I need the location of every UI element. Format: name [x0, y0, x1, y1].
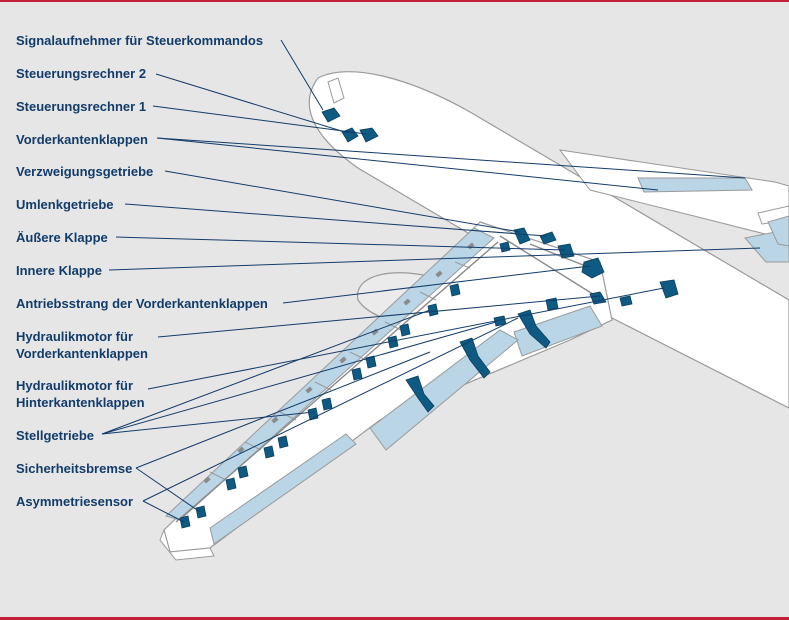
label-leading-edge-slats: Vorderkantenklappen	[16, 132, 148, 147]
flap-actuator-1	[517, 309, 551, 349]
far-wing-flap	[637, 177, 753, 193]
slat-actuator-5	[387, 335, 399, 349]
label-asymmetry-sensor: Asymmetriesensor	[16, 494, 134, 509]
wing-tip	[159, 528, 215, 561]
label-slat-drive-train: Antriebsstrang der Vorderkantenklappen	[16, 296, 268, 311]
slat-actuator-3	[427, 303, 439, 317]
slat-tracks	[203, 242, 475, 484]
far-wing-flap-4	[767, 215, 789, 247]
signal-sensor	[321, 107, 341, 123]
label-control-computer-2: Steuerungsrechner 2	[16, 66, 147, 81]
label-control-computer-1: Steuerungsrechner 1	[16, 99, 147, 114]
label-hydraulic-motor-le-line1: Hydraulikmotor für	[16, 329, 134, 344]
top-accent-bar	[0, 0, 789, 2]
far-wing	[558, 149, 789, 241]
label-hydraulic-motor-te-line2: Hinterkantenklappen	[16, 395, 145, 410]
flap-actuator-3	[405, 375, 435, 413]
label-outer-flap: Äußere Klappe	[16, 230, 108, 245]
leader-lines	[101, 39, 761, 523]
label-hydraulic-motor-te-line1: Hydraulikmotor für	[16, 378, 134, 393]
slat-actuator-2	[449, 283, 461, 297]
label-inner-flap: Innere Klappe	[16, 263, 102, 278]
aileron	[209, 433, 357, 545]
bottom-accent-bar	[0, 617, 789, 620]
slat-actuator-10	[277, 435, 289, 449]
slat-actuator-1	[499, 241, 511, 253]
redirect-gearbox	[539, 231, 557, 245]
computer-1	[359, 127, 379, 143]
slat-actuator-11	[263, 445, 275, 459]
components	[179, 107, 679, 529]
label-hydraulic-motor-le-line2: Vorderkantenklappen	[16, 346, 148, 361]
gearbox-4	[589, 291, 607, 305]
asymmetry-sensor	[179, 515, 191, 529]
slat-actuator-4	[399, 323, 411, 337]
cockpit-window	[327, 77, 345, 104]
slat-actuator-13	[225, 477, 237, 491]
hydraulic-motor-te	[659, 279, 679, 299]
label-branch-gearbox: Verzweigungsgetriebe	[16, 164, 154, 179]
slat-actuator-12	[237, 465, 249, 479]
label-safety-brake: Sicherheitsbremse	[16, 461, 133, 476]
slat-actuator-7	[351, 367, 363, 381]
label-signal-sensor: Signalaufnehmer für Steuerkommandos	[16, 33, 264, 48]
te-small-2	[619, 295, 633, 307]
label-actuator: Stellgetriebe	[16, 428, 95, 443]
slat-actuator-8	[321, 397, 333, 411]
safety-brake	[195, 505, 207, 519]
label-redirect-gearbox: Umlenkgetriebe	[16, 197, 114, 212]
slat-actuator-6	[365, 355, 377, 369]
hydraulic-motor-le	[581, 257, 605, 279]
flap-actuator-2	[459, 337, 491, 379]
inner-flap	[513, 305, 603, 357]
